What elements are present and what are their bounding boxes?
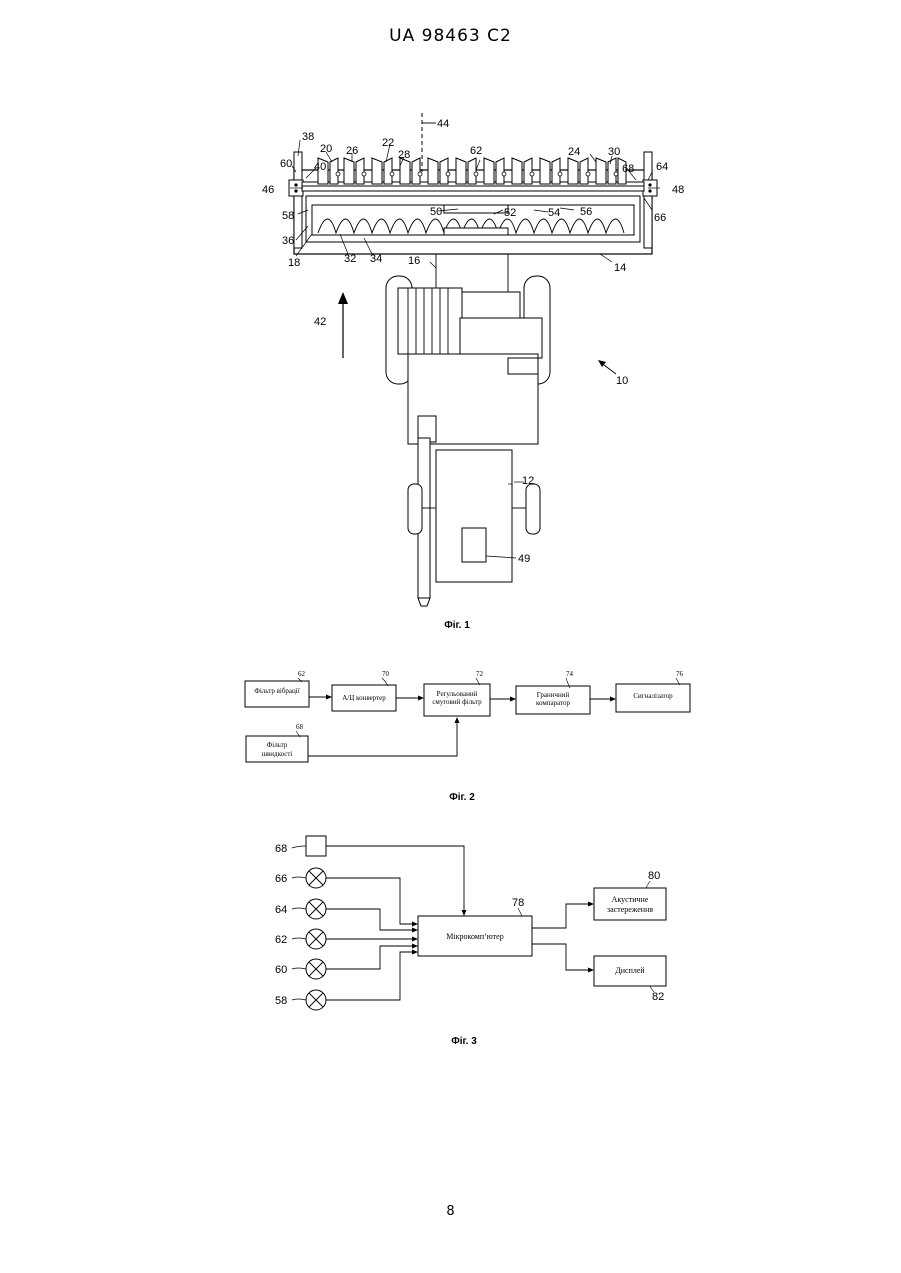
ref-68-fig3: 68 [275, 843, 287, 855]
display-label: Дисплей [615, 966, 645, 975]
ref-20: 20 [320, 143, 332, 155]
ref-62-fig2: 62 [298, 670, 306, 678]
annunciator-label: Сигналізатор [633, 692, 673, 700]
controller-box-49 [462, 528, 486, 562]
page-number: 8 [0, 1204, 901, 1219]
ref-36: 36 [282, 235, 294, 247]
fig1-combine-harvester: 38 20 26 22 28 60 40 46 58 36 18 32 34 1… [262, 113, 684, 631]
ref-42: 42 [314, 316, 326, 328]
ref-32: 32 [344, 253, 356, 265]
ref-70-fig2: 70 [382, 670, 390, 678]
ref-28: 28 [398, 149, 410, 161]
ref-80-fig3: 80 [648, 870, 660, 882]
ref-82-fig3: 82 [652, 991, 664, 1003]
ref-22: 22 [382, 137, 394, 149]
speed-filter-label-2: швидкості [262, 750, 293, 758]
adc-label: А/Ц конвертер [342, 694, 386, 702]
row-units [318, 158, 626, 184]
fig3-microcomputer-diagram: 68 66 64 62 60 58 Мікрокомп’ютер 78 Акус… [275, 836, 666, 1047]
bandpass-label-1: Регульований [437, 690, 478, 698]
ref-40: 40 [314, 161, 326, 173]
comparator-label-1: Граничний [537, 691, 570, 699]
microcomputer-label: Мікрокомп’ютер [446, 932, 503, 941]
ref-62: 62 [470, 145, 482, 157]
vibration-sensors [306, 868, 326, 1010]
ref-60-fig3: 60 [275, 964, 287, 976]
ref-18: 18 [288, 257, 300, 269]
speed-sensor-68 [306, 836, 326, 856]
ref-66: 66 [654, 212, 666, 224]
fig2-caption: Фіг. 2 [449, 792, 475, 803]
ref-64: 64 [656, 161, 668, 173]
ref-60: 60 [280, 158, 292, 170]
ref-74-fig2: 74 [566, 670, 574, 678]
ref-10: 10 [616, 375, 628, 387]
ref-54: 54 [548, 207, 560, 219]
ref-24: 24 [568, 146, 580, 158]
ref-50: 50 [430, 206, 442, 218]
fig1-caption: Фіг. 1 [444, 620, 470, 631]
ref-14: 14 [614, 262, 626, 274]
speed-filter-label-1: Фільтр [267, 741, 288, 749]
comparator-label-2: компаратор [536, 699, 571, 707]
acoustic-warning-block [594, 888, 666, 920]
ref-72-fig2: 72 [476, 670, 484, 678]
ref-58-fig3: 58 [275, 995, 287, 1007]
ref-12: 12 [522, 475, 534, 487]
ref-56: 56 [580, 206, 592, 218]
ref-34: 34 [370, 253, 382, 265]
speed-filter-block [246, 736, 308, 762]
bandpass-label-2: смуговий фільтр [432, 698, 482, 706]
ref-49: 49 [518, 553, 530, 565]
ref-38: 38 [302, 131, 314, 143]
ref-66-fig3: 66 [275, 873, 287, 885]
acoustic-label-2: застереження [607, 905, 653, 914]
ref-58: 58 [282, 210, 294, 222]
ref-78-fig3: 78 [512, 897, 524, 909]
ref-46: 46 [262, 184, 274, 196]
ref-52: 52 [504, 207, 516, 219]
ref-68-fig2: 68 [296, 723, 304, 731]
acoustic-label-1: Акустичне [612, 895, 649, 904]
ref-64-fig3: 64 [275, 904, 287, 916]
fig3-caption: Фіг. 3 [451, 1036, 477, 1047]
ref-48: 48 [672, 184, 684, 196]
ref-76-fig2: 76 [676, 670, 684, 678]
ref-68: 68 [622, 163, 634, 175]
ref-26: 26 [346, 145, 358, 157]
fig2-block-diagram: Фільтр вібрації А/Ц конвертер Регульован… [245, 670, 690, 803]
ref-44: 44 [437, 118, 449, 130]
vibration-filter-label: Фільтр вібрації [254, 687, 299, 695]
ref-62-fig3: 62 [275, 934, 287, 946]
ref-30: 30 [608, 146, 620, 158]
ref-16: 16 [408, 255, 420, 267]
